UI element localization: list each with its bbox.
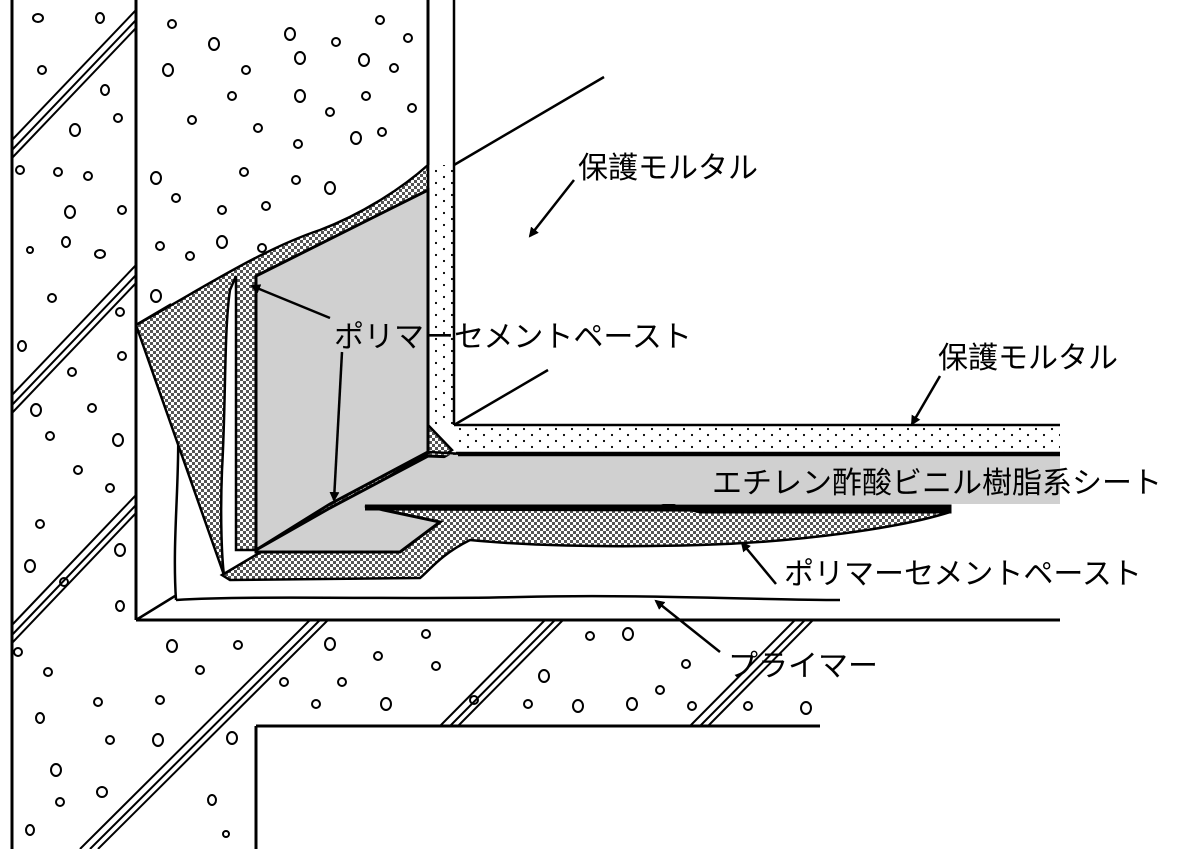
label-polymer-paste-upper-group: ポリマーセメントペースト [250, 284, 692, 502]
wall-hatching [11, 9, 329, 849]
label-primer-group: プライマー [654, 599, 878, 684]
lower-concrete-slab [166, 619, 820, 849]
label-eva-sheet: エチレン酢酸ビニル樹脂系シート [712, 466, 1162, 501]
label-primer: プライマー [728, 649, 878, 684]
primer-line [175, 594, 841, 602]
label-polymer-paste-upper: ポリマーセメントペースト [334, 320, 692, 355]
label-protective-mortar-floor-group: 保護モルタル [910, 341, 1118, 426]
label-protective-mortar-wall: 保護モルタル [578, 151, 758, 186]
wall-protective-mortar [426, 0, 605, 427]
wall-aggregate [13, 12, 243, 838]
label-protective-mortar-wall-group: 保護モルタル [528, 151, 758, 238]
eva-sheet-floor-top [365, 455, 1060, 504]
label-polymer-paste-lower: ポリマーセメントペースト [784, 557, 1142, 592]
label-protective-mortar-floor: 保護モルタル [938, 341, 1118, 376]
label-polymer-paste-lower-group: ポリマーセメントペースト [740, 541, 1142, 592]
floor-protective-mortar [454, 423, 1060, 455]
left-concrete-wall [10, 0, 329, 849]
